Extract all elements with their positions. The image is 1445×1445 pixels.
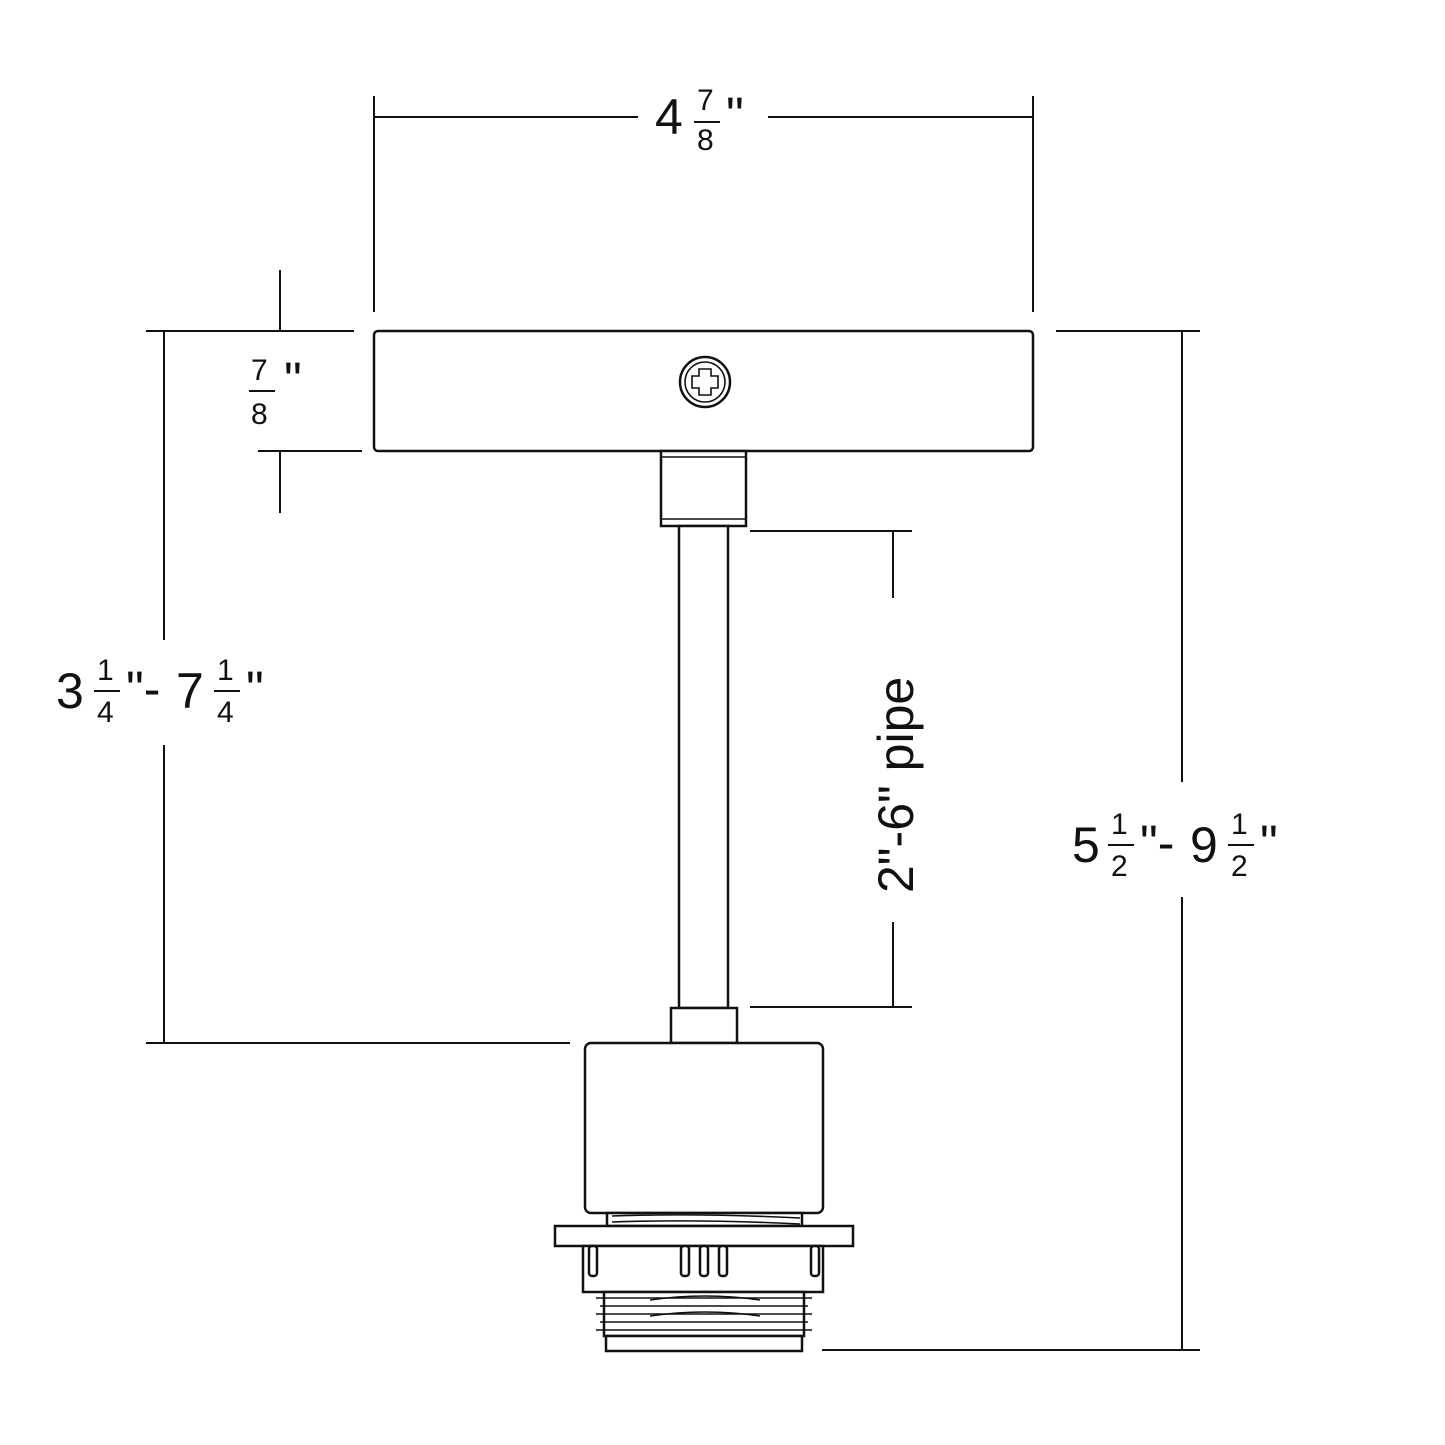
overall-unit: " [1260, 815, 1278, 871]
canopy-height-dimension: 7 8 " [146, 270, 362, 513]
socket-contact-pins [587, 1244, 821, 1278]
canopy-width-whole: 4 [655, 89, 683, 145]
drop-max-whole: 7 [176, 663, 204, 719]
canopy-width-unit: " [726, 87, 744, 143]
canopy-width-denominator: 8 [697, 124, 714, 157]
down-pipe [677, 524, 730, 1010]
drop-separator: "- [126, 661, 160, 717]
canopy-height-unit: " [284, 352, 302, 408]
overall-min-numerator: 1 [1111, 808, 1128, 841]
overall-range-dimension: 5 1 2 "- 9 1 2 " [822, 330, 1278, 1351]
pipe-length-label: 2"-6" pipe [868, 677, 924, 893]
socket-lower-thread [596, 1290, 812, 1338]
upper-coupling [659, 449, 748, 528]
canopy-width-dimension: 4 7 8 " [373, 84, 1034, 312]
socket-base-ring [604, 1334, 804, 1353]
drop-min-whole: 3 [56, 663, 84, 719]
drop-max-numerator: 1 [217, 654, 234, 687]
canopy-height-denominator: 8 [251, 398, 268, 431]
pipe-length-dimension: 2"-6" pipe [750, 530, 924, 1008]
phillips-screw-icon [678, 355, 732, 409]
overall-min-whole: 5 [1072, 817, 1100, 873]
pendant-fixture [372, 329, 1035, 1353]
overall-min-denominator: 2 [1111, 850, 1128, 883]
overall-separator: "- [1140, 815, 1174, 871]
lower-coupling [669, 1006, 739, 1045]
overall-max-whole: 9 [1190, 817, 1218, 873]
overall-max-numerator: 1 [1231, 808, 1248, 841]
overall-max-denominator: 2 [1231, 850, 1248, 883]
drop-range-dimension: 3 1 4 "- 7 1 4 " [56, 331, 570, 1044]
drop-min-numerator: 1 [97, 654, 114, 687]
drop-unit: " [246, 661, 264, 717]
shade-ring [553, 1224, 855, 1248]
drop-max-denominator: 4 [217, 696, 234, 729]
canopy-height-numerator: 7 [251, 354, 268, 387]
drop-min-denominator: 4 [97, 696, 114, 729]
socket-upper-thread [605, 1211, 804, 1228]
canopy-width-numerator: 7 [697, 84, 714, 117]
socket-cup [583, 1041, 825, 1215]
